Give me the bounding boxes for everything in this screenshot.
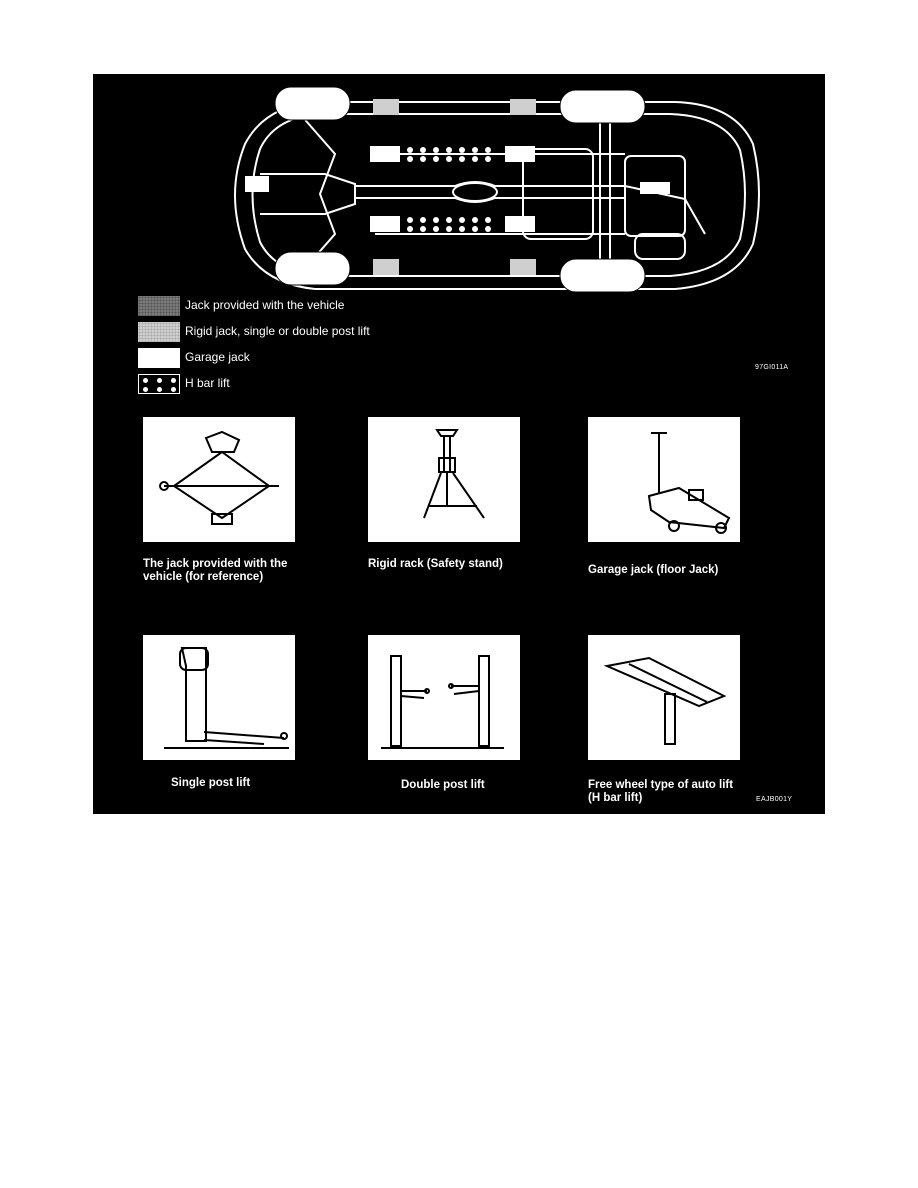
caption-line-1: Rigid rack (Safety stand)	[368, 558, 503, 570]
legend-label: Jack provided with the vehicle	[185, 298, 345, 312]
caption-single-post-lift: Single post lift	[171, 777, 250, 790]
lift-points-figure-panel: Jack provided with the vehicle Rigid jac…	[93, 74, 825, 814]
figure-code-bottom: EAJB001Y	[756, 796, 793, 803]
h-bar-lift-illustration	[588, 635, 740, 760]
caption-line-1: Double post lift	[401, 779, 485, 791]
dark-gray-swatch	[138, 296, 180, 316]
caption-line-1: Single post lift	[171, 777, 251, 789]
caption-double-post-lift: Double post lift	[401, 779, 485, 792]
caption-line-1: Free wheel type of auto lift	[588, 779, 734, 791]
vehicle-underbody-diagram	[234, 86, 760, 293]
light-gray-swatch	[138, 322, 180, 342]
scissor-jack-illustration	[143, 417, 295, 542]
caption-rigid-rack: Rigid rack (Safety stand)	[368, 558, 503, 571]
single-post-lift-illustration	[143, 635, 295, 760]
double-post-lift-illustration	[368, 635, 520, 760]
caption-line-1: The jack provided with the	[143, 558, 288, 570]
floor-jack-illustration	[588, 417, 740, 542]
caption-line-2: (H bar lift)	[588, 792, 643, 804]
dotted-swatch	[138, 374, 180, 394]
caption-garage-jack: Garage jack (floor Jack)	[588, 564, 718, 577]
legend-label: Rigid jack, single or double post lift	[185, 324, 370, 338]
figure-code-top: 97GI011A	[755, 364, 789, 371]
caption-h-bar-lift: Free wheel type of auto lift (H bar lift…	[588, 779, 733, 805]
legend-label: Garage jack	[185, 350, 250, 364]
caption-line-1: Garage jack (floor Jack)	[588, 564, 719, 576]
safety-stand-illustration	[368, 417, 520, 542]
caption-line-2: vehicle (for reference)	[143, 571, 264, 583]
white-swatch	[138, 348, 180, 368]
legend-label: H bar lift	[185, 376, 230, 390]
caption-vehicle-jack: The jack provided with the vehicle (for …	[143, 558, 287, 584]
